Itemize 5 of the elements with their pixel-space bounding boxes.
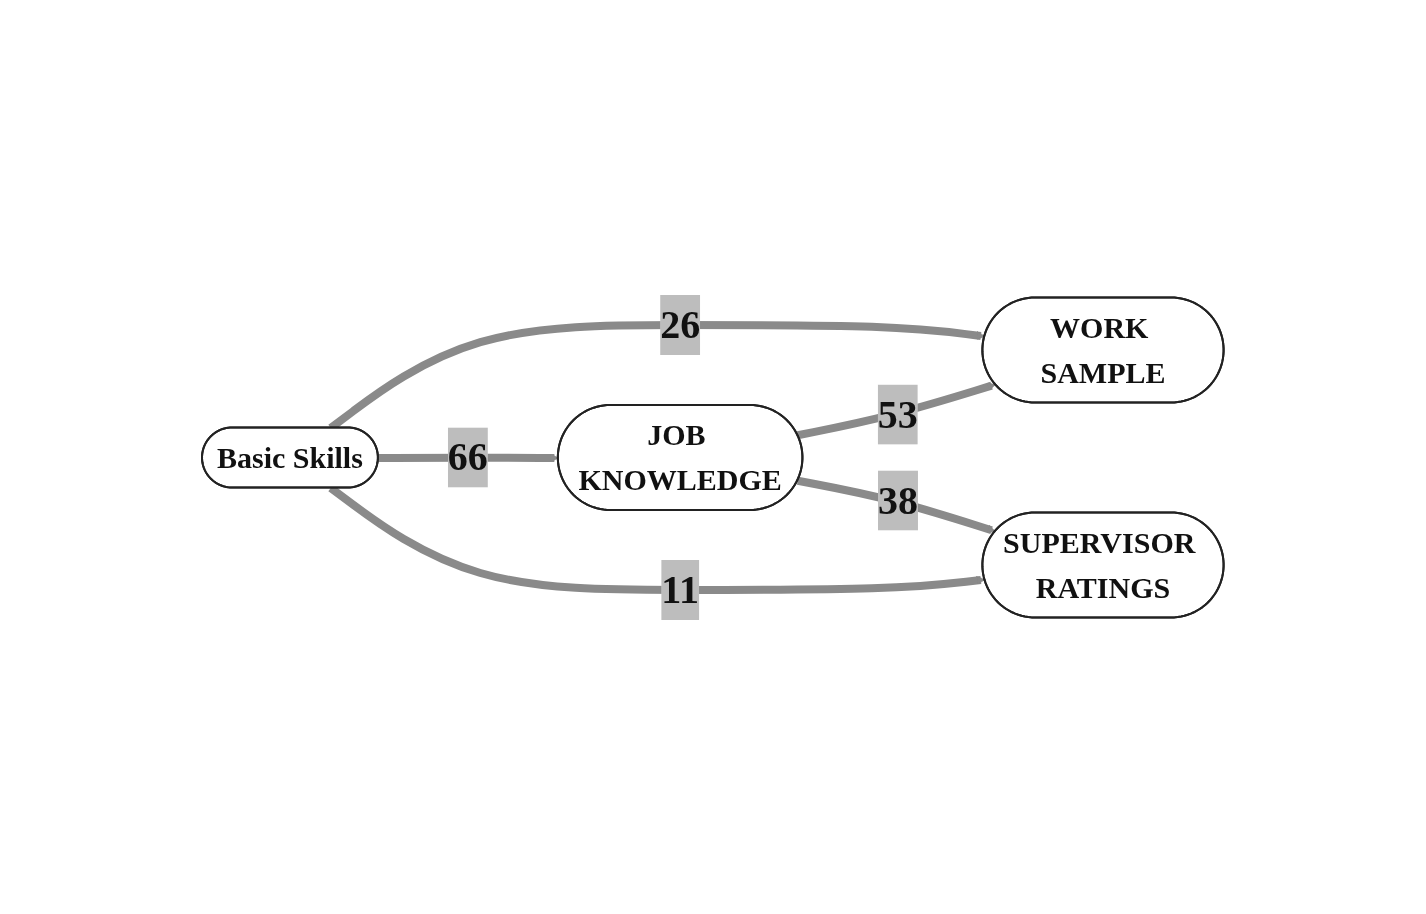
edge-label: 38	[878, 477, 919, 523]
edge-label: 53	[877, 391, 918, 437]
edge-label: 11	[661, 566, 700, 612]
edge-label: 66	[448, 433, 489, 479]
edge-label: 26	[660, 301, 701, 347]
